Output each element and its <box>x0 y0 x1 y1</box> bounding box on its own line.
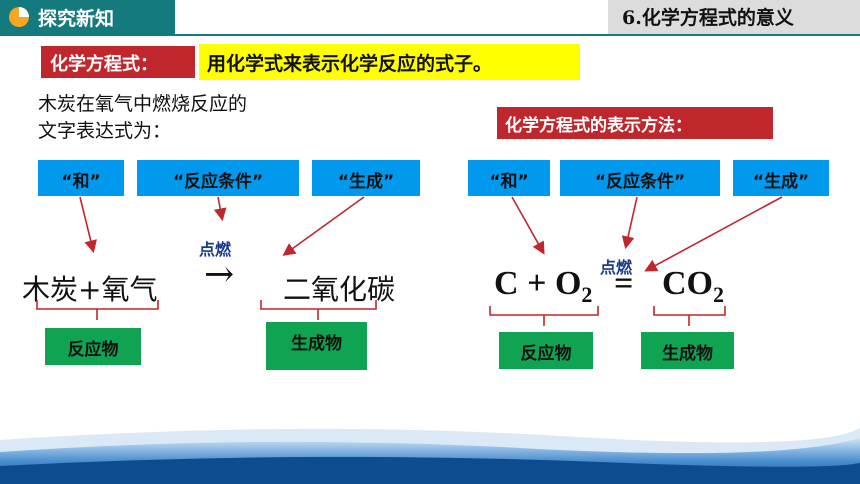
reactant-tag-right: 反应物 <box>499 332 593 369</box>
bracket-reactants-left <box>36 300 159 320</box>
bracket-products-left <box>260 300 377 320</box>
method-label: 化学方程式的表示方法： <box>497 107 773 139</box>
word-arrow: → <box>204 254 235 295</box>
co-subscript: 2 <box>713 281 724 307</box>
chemical-product: CO2 <box>662 265 724 308</box>
lesson-title: 6.化学方程式的意义 <box>608 0 860 34</box>
product-box-left: “生成” <box>312 160 420 196</box>
and-box-left: “和” <box>38 160 124 196</box>
definition-text: 用化学式来表示化学反应的式子。 <box>199 44 580 80</box>
arrow-product-left <box>282 196 365 256</box>
arrow-and-right <box>511 196 545 255</box>
word-condition: 点燃 <box>199 240 232 259</box>
reactant-c: C <box>494 265 519 302</box>
arrow-product-right <box>644 196 783 272</box>
equals-sign: = <box>614 265 634 302</box>
o-subscript: 2 <box>581 281 593 307</box>
condition-box-right: “反应条件” <box>560 160 720 196</box>
product-tag-left: 生成物 <box>266 322 367 370</box>
chemical-condition: 点燃 <box>600 258 633 277</box>
decorative-footer <box>0 428 860 484</box>
chemical-reactants: C + O2 <box>494 265 592 308</box>
bracket-reactants-right <box>489 306 599 326</box>
word-reactants: 木炭+氧气 <box>22 273 158 306</box>
intro-line-1: 木炭在氧气中燃烧反应的 <box>38 93 248 115</box>
bracket-products-right <box>653 306 726 326</box>
plus-sign: + <box>527 265 547 302</box>
pie-chart-icon <box>9 7 29 27</box>
header-divider <box>0 34 860 36</box>
word-equation-intro: 木炭在氧气中燃烧反应的 文字表达式为： <box>38 91 247 145</box>
section-header: 探究新知 <box>0 0 175 34</box>
section-title: 探究新知 <box>38 8 115 30</box>
product-tag-right: 生成物 <box>641 332 734 369</box>
reactant-o: O <box>554 265 582 302</box>
arrow-condition-left <box>213 196 227 222</box>
reactant-tag-left: 反应物 <box>45 328 141 365</box>
and-box-right: “和” <box>468 160 550 196</box>
condition-box-left: “反应条件” <box>137 160 299 196</box>
definition-label: 化学方程式： <box>41 46 195 78</box>
intro-line-2: 文字表达式为： <box>38 120 172 142</box>
product-box-right: “生成” <box>733 160 829 196</box>
product-co: CO <box>662 265 713 302</box>
arrow-condition-right <box>621 196 638 250</box>
arrow-and-left <box>79 196 97 254</box>
